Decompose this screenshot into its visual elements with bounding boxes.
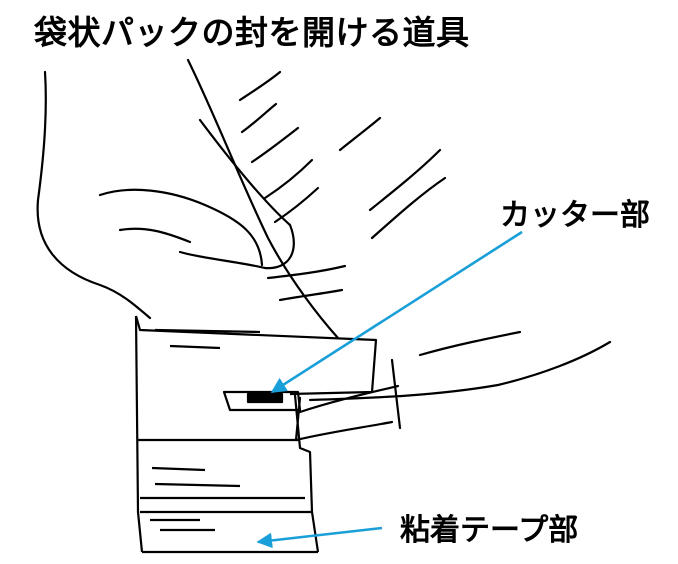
cutter-label: カッター部 xyxy=(500,198,650,233)
cap-line xyxy=(154,328,261,334)
pointer-arrows xyxy=(256,230,523,549)
figure-title: 袋状パックの封を開ける道具 xyxy=(34,13,470,52)
finger-crease-4 xyxy=(250,126,300,164)
arm-stroke-3 xyxy=(298,384,400,414)
device-top-cap xyxy=(134,315,378,396)
palm-stroke-3 xyxy=(370,176,447,240)
wrist-line xyxy=(266,264,347,280)
hand-back-top xyxy=(186,58,340,340)
device xyxy=(134,315,378,554)
finger-crease-1 xyxy=(118,227,192,244)
finger-crease-3 xyxy=(240,102,278,134)
device-body-left xyxy=(134,315,144,553)
finger-crease-2 xyxy=(238,70,282,102)
tape-label: 粘着テープ部 xyxy=(400,513,579,548)
device-right-edge xyxy=(293,394,320,553)
hand-outline-left xyxy=(36,70,152,320)
thumb-outline xyxy=(98,188,264,267)
cutter-blade xyxy=(246,392,284,404)
palm-stroke-1 xyxy=(368,148,442,212)
body-line xyxy=(151,466,206,472)
finger-crease-5 xyxy=(263,158,314,200)
cutter-arrow xyxy=(270,230,523,394)
sleeve-edge xyxy=(390,358,402,430)
hand-knuckle-curve xyxy=(178,118,295,270)
finger-crease-6 xyxy=(273,186,320,224)
wrist-line-2 xyxy=(278,288,344,302)
tape-arrow xyxy=(256,526,383,549)
cuff-fold xyxy=(294,396,394,442)
arm-stroke-2 xyxy=(308,340,612,402)
body-line-2 xyxy=(154,482,241,488)
hand xyxy=(36,58,612,442)
cap-line-2 xyxy=(169,344,221,350)
palm-stroke-2 xyxy=(338,116,382,152)
arm-stroke xyxy=(418,330,522,357)
